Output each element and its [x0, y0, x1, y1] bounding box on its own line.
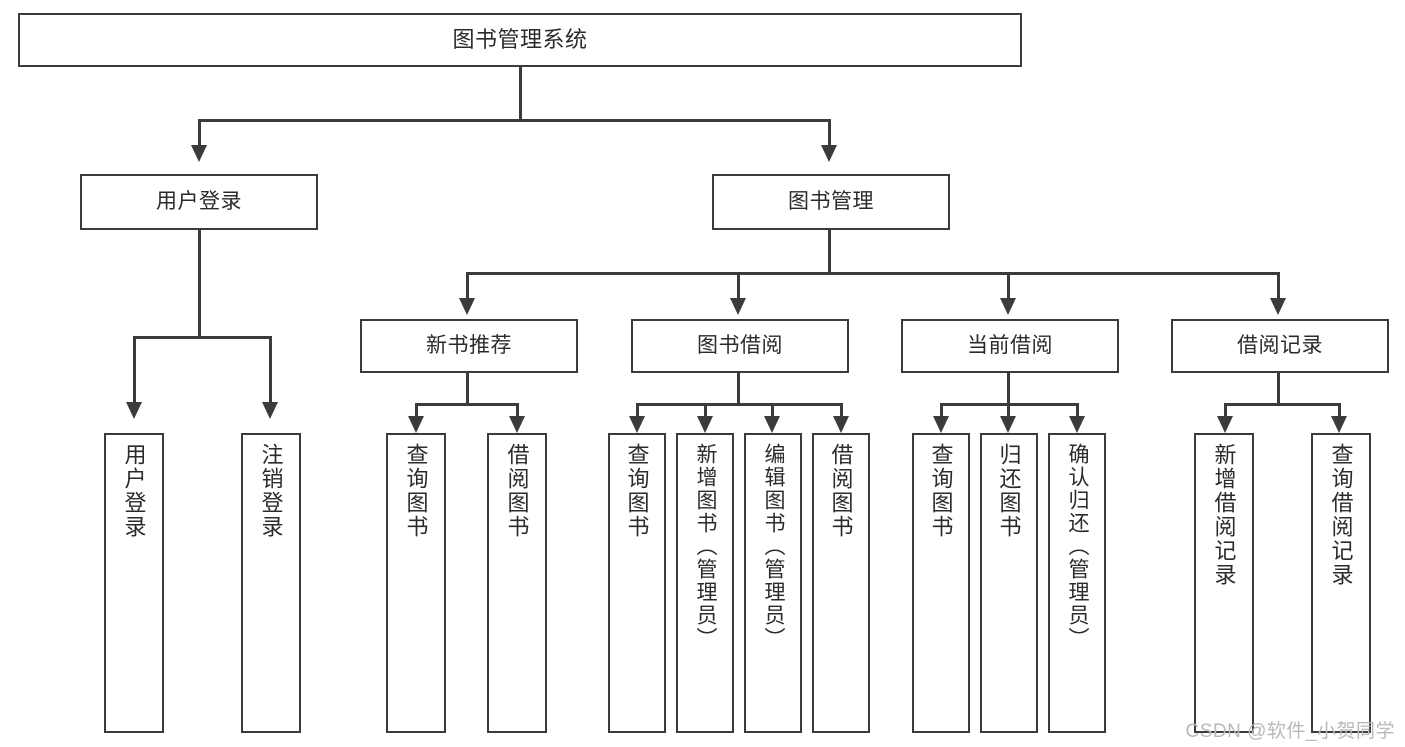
- connector-root-stem: [519, 67, 522, 119]
- connector-new-book-bus: [415, 403, 519, 406]
- connector-current-borrow-drop-1: [940, 403, 943, 419]
- connector-user-login-stem: [198, 230, 201, 336]
- arrowhead-book-borrow-leaf-1: [629, 416, 645, 433]
- node-label: 新增图书（管理员）: [694, 443, 718, 650]
- node-label: 借阅图书: [828, 443, 854, 539]
- node-label: 归还图书: [996, 443, 1022, 539]
- leaf-book-borrow-add-book-admin[interactable]: 新增图书（管理员）: [676, 433, 734, 733]
- node-label: 查询借阅记录: [1328, 443, 1354, 587]
- node-label: 图书借阅: [697, 333, 783, 357]
- leaf-user-login[interactable]: 用户登录: [104, 433, 164, 733]
- arrowhead-book-borrow-leaf-2: [697, 416, 713, 433]
- connector-book-borrow-drop-4: [840, 403, 843, 419]
- connector-new-book-drop-1: [415, 403, 418, 419]
- node-label: 用户登录: [121, 443, 147, 539]
- arrowhead-to-borrow-record: [1270, 298, 1286, 315]
- node-label: 确认归还（管理员）: [1066, 443, 1090, 650]
- node-borrow-record[interactable]: 借阅记录: [1171, 319, 1389, 373]
- leaf-user-logout[interactable]: 注销登录: [241, 433, 301, 733]
- node-book-management[interactable]: 图书管理: [712, 174, 950, 230]
- node-label: 用户登录: [156, 189, 242, 213]
- leaf-new-book-query-book[interactable]: 查询图书: [386, 433, 446, 733]
- arrowhead-borrow-record-leaf-2: [1331, 416, 1347, 433]
- node-current-borrow[interactable]: 当前借阅: [901, 319, 1119, 373]
- connector-book-management-stem: [828, 230, 831, 274]
- arrowhead-current-borrow-leaf-1: [933, 416, 949, 433]
- watermark-text: CSDN @软件_小贺同学: [1185, 721, 1395, 742]
- node-book-borrow[interactable]: 图书借阅: [631, 319, 849, 373]
- connector-borrow-record-stem: [1277, 373, 1280, 405]
- node-label: 借阅图书: [504, 443, 530, 539]
- connector-level3-drop-1: [466, 272, 469, 300]
- leaf-borrow-record-add-record[interactable]: 新增借阅记录: [1194, 433, 1254, 733]
- connector-book-borrow-bus: [636, 403, 843, 406]
- node-label: 查询图书: [403, 443, 429, 539]
- node-label: 新书推荐: [426, 333, 512, 357]
- connector-root-bus: [198, 119, 831, 122]
- node-label: 查询图书: [928, 443, 954, 539]
- connector-user-login-drop-2: [269, 336, 272, 404]
- connector-current-borrow-drop-3: [1076, 403, 1079, 419]
- arrowhead-to-new-book-recommend: [459, 298, 475, 315]
- connector-borrow-record-bus: [1224, 403, 1341, 406]
- connector-root-drop-right: [828, 119, 831, 147]
- connector-borrow-record-drop-2: [1338, 403, 1341, 419]
- node-label: 借阅记录: [1237, 333, 1323, 357]
- connector-current-borrow-drop-2: [1007, 403, 1010, 419]
- connector-new-book-drop-2: [516, 403, 519, 419]
- arrowhead-borrow-record-leaf-1: [1217, 416, 1233, 433]
- connector-book-borrow-drop-1: [636, 403, 639, 419]
- connector-new-book-stem: [466, 373, 469, 405]
- leaf-new-book-borrow-book[interactable]: 借阅图书: [487, 433, 547, 733]
- node-label: 注销登录: [258, 443, 284, 539]
- arrowhead-new-book-leaf-2: [509, 416, 525, 433]
- arrowhead-current-borrow-leaf-2: [1000, 416, 1016, 433]
- connector-borrow-record-drop-1: [1224, 403, 1227, 419]
- node-new-book-recommend[interactable]: 新书推荐: [360, 319, 578, 373]
- arrowhead-new-book-leaf-1: [408, 416, 424, 433]
- connector-level3-bus: [466, 272, 1280, 275]
- leaf-book-borrow-query-book[interactable]: 查询图书: [608, 433, 666, 733]
- arrowhead-book-borrow-leaf-4: [833, 416, 849, 433]
- arrowhead-to-book-management: [821, 145, 837, 162]
- node-user-login[interactable]: 用户登录: [80, 174, 318, 230]
- leaf-current-borrow-query-book[interactable]: 查询图书: [912, 433, 970, 733]
- connector-current-borrow-stem: [1007, 373, 1010, 405]
- arrowhead-to-book-borrow: [730, 298, 746, 315]
- leaf-borrow-record-query-record[interactable]: 查询借阅记录: [1311, 433, 1371, 733]
- leaf-book-borrow-edit-book-admin[interactable]: 编辑图书（管理员）: [744, 433, 802, 733]
- node-label: 图书管理系统: [452, 27, 588, 53]
- node-label: 查询图书: [624, 443, 650, 539]
- connector-level3-drop-4: [1277, 272, 1280, 300]
- leaf-current-borrow-confirm-return-admin[interactable]: 确认归还（管理员）: [1048, 433, 1106, 733]
- node-root-book-management-system[interactable]: 图书管理系统: [18, 13, 1022, 67]
- arrowhead-book-borrow-leaf-3: [764, 416, 780, 433]
- leaf-book-borrow-borrow-book[interactable]: 借阅图书: [812, 433, 870, 733]
- node-label: 新增借阅记录: [1211, 443, 1237, 587]
- arrowhead-user-login-leaf-1: [126, 402, 142, 419]
- connector-level3-drop-2: [737, 272, 740, 300]
- connector-root-drop-left: [198, 119, 201, 147]
- node-label: 图书管理: [788, 189, 874, 213]
- node-label: 当前借阅: [967, 333, 1053, 357]
- arrowhead-to-current-borrow: [1000, 298, 1016, 315]
- arrowhead-current-borrow-leaf-3: [1069, 416, 1085, 433]
- connector-book-borrow-drop-3: [771, 403, 774, 419]
- node-label: 编辑图书（管理员）: [762, 443, 786, 650]
- arrowhead-user-login-leaf-2: [262, 402, 278, 419]
- connector-user-login-drop-1: [133, 336, 136, 404]
- connector-user-login-bus: [133, 336, 272, 339]
- connector-level3-drop-3: [1007, 272, 1010, 300]
- leaf-current-borrow-return-book[interactable]: 归还图书: [980, 433, 1038, 733]
- arrowhead-to-user-login: [191, 145, 207, 162]
- connector-book-borrow-stem: [737, 373, 740, 405]
- connector-book-borrow-drop-2: [704, 403, 707, 419]
